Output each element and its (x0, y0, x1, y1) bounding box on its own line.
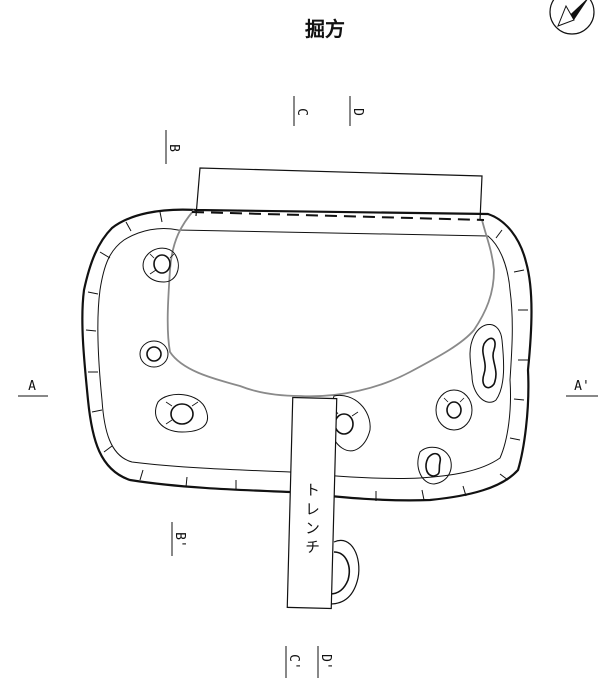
section-label-d: D (350, 108, 365, 116)
drawing-title: 掘方 (305, 17, 345, 41)
section-label-c-prime: C' (286, 654, 301, 670)
trench-end-pit (329, 539, 360, 605)
pit-outer-outline (81, 208, 533, 502)
excavation-box-dashed-edge (191, 211, 485, 221)
disturbed-area (166, 209, 495, 398)
trench (286, 396, 338, 610)
posthole (139, 340, 169, 368)
pit-inner-outline (97, 227, 513, 480)
excavation-box (195, 167, 483, 221)
trench-end-pit-inner (329, 551, 350, 595)
posthole (142, 247, 179, 283)
section-label-b: B (166, 144, 181, 152)
section-label-a: A (28, 379, 36, 394)
section-label-d-prime: D' (318, 654, 333, 670)
slope-hachures (85, 211, 528, 501)
posthole (435, 389, 473, 431)
section-label-b-prime: B' (172, 532, 187, 548)
section-label-c: C (294, 108, 309, 116)
posthole (417, 446, 452, 485)
posthole (155, 393, 208, 433)
north-arrow-icon (549, 0, 595, 35)
posthole (469, 324, 505, 403)
trench-label: トレンチ (303, 482, 321, 558)
section-label-a-prime: A' (574, 379, 590, 394)
